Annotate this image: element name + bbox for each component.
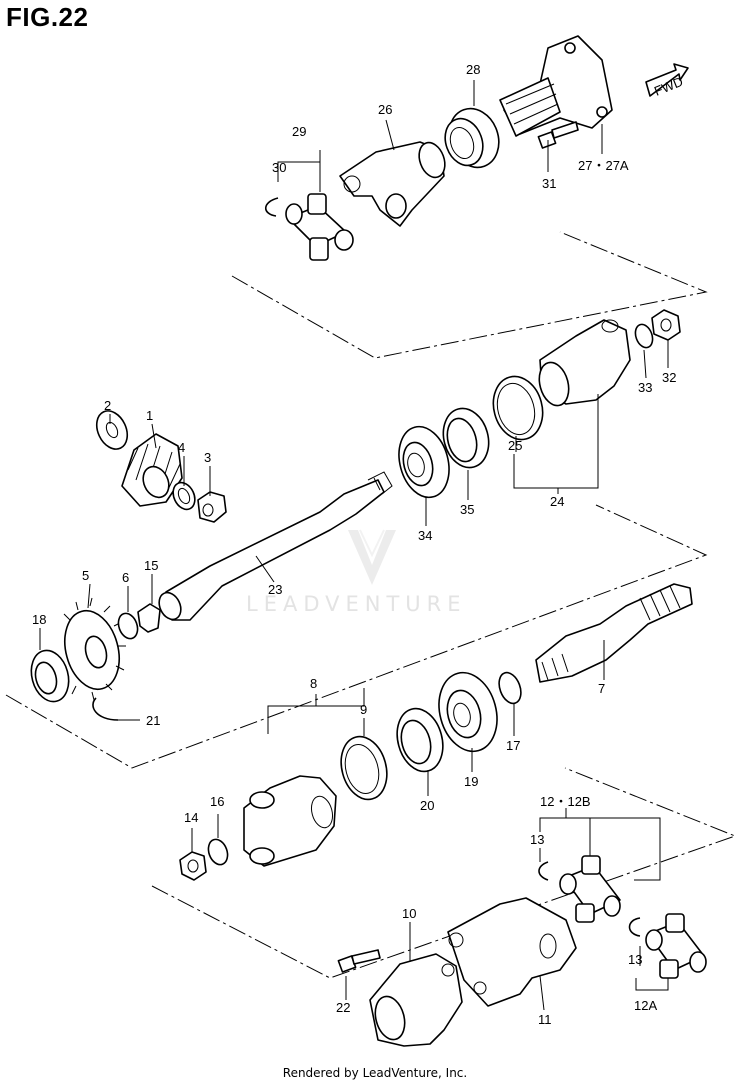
callout-20: 20 [420, 798, 434, 813]
callout-13-lower: 13 [628, 952, 642, 967]
figure-title: FIG.22 [6, 2, 89, 32]
callout-7: 7 [598, 681, 605, 696]
callout-8: 8 [310, 676, 317, 691]
callout-31: 31 [542, 176, 556, 191]
callout-14: 14 [184, 810, 198, 825]
part-23-drive-shaft [158, 471, 393, 621]
callout-15: 15 [144, 558, 158, 573]
part-16-washer [207, 838, 229, 866]
footer-credit: Rendered by LeadVenture, Inc. [282, 1066, 468, 1080]
part-30-circlip [264, 197, 279, 217]
callout-10: 10 [402, 906, 416, 921]
callout-13-upper: 13 [530, 832, 544, 847]
callout-35: 35 [460, 502, 474, 517]
callout-30: 30 [272, 160, 286, 175]
part-19-bearing [438, 671, 498, 753]
section-outline-top [231, 231, 708, 359]
callout-27: 27・27A [578, 158, 629, 173]
callout-16: 16 [210, 794, 224, 809]
part-9-o-ring [340, 735, 388, 801]
callout-3: 3 [204, 450, 211, 465]
callout-19: 19 [464, 774, 478, 789]
callout-22: 22 [336, 1000, 350, 1015]
part-12a-universal-joint-spider [645, 913, 707, 979]
part-1-bevel-gear [121, 433, 183, 507]
part-15-nut [137, 603, 161, 633]
part-35-seal [442, 407, 490, 469]
watermark-text: LEADVENTURE [246, 592, 467, 616]
part-27-housing [499, 35, 613, 137]
part-10-case [369, 953, 463, 1047]
callout-24: 24 [550, 494, 564, 509]
part-21-circlip [92, 697, 119, 721]
callout-labels: 28 26 29 30 27・27A 31 2 1 4 3 33 32 25 2… [32, 62, 676, 1027]
callout-18: 18 [32, 612, 46, 627]
section-outline-middle [5, 504, 708, 769]
callout-21: 21 [146, 713, 160, 728]
part-14-nut [179, 851, 207, 881]
part-3-nut [197, 491, 227, 523]
part-29-universal-joint-spider [285, 193, 354, 261]
callout-2: 2 [104, 398, 111, 413]
callout-26: 26 [378, 102, 392, 117]
callout-17: 17 [506, 738, 520, 753]
part-11-joint-housing [447, 897, 577, 1007]
part-17-o-ring [498, 671, 522, 705]
part-5-spur-gear [63, 597, 126, 701]
callout-33: 33 [638, 380, 652, 395]
callout-12-12b: 12・12B [540, 794, 591, 809]
part-34-bearing [398, 425, 450, 499]
callout-34: 34 [418, 528, 432, 543]
callout-28: 28 [466, 62, 480, 77]
part-31-bolt [537, 121, 579, 149]
callout-25: 25 [508, 438, 522, 453]
part-25-o-ring [492, 375, 544, 441]
part-8-yoke [243, 775, 337, 867]
callout-11: 11 [538, 1012, 552, 1027]
part-20-seal [396, 707, 444, 773]
watermark-logo: LEADVENTURE [246, 529, 467, 616]
part-26-yoke [339, 141, 446, 227]
callout-32: 32 [662, 370, 676, 385]
part-12-universal-joint-spider [559, 855, 621, 923]
callout-6: 6 [122, 570, 129, 585]
leader-lines [39, 80, 669, 1011]
part-13-circlip-upper [538, 861, 549, 881]
part-32-nut [651, 309, 681, 341]
fwd-arrow-icon: FWD [645, 63, 689, 99]
callout-29: 29 [292, 124, 306, 139]
part-6-washer [117, 612, 139, 640]
part-18-bearing [30, 649, 70, 703]
callout-23: 23 [268, 582, 282, 597]
part-4-washer [172, 481, 196, 511]
callout-12a: 12A [634, 998, 657, 1013]
part-22-bolt [337, 949, 381, 973]
callout-4: 4 [178, 440, 185, 455]
callout-1: 1 [146, 408, 153, 423]
callout-5: 5 [82, 568, 89, 583]
part-13-circlip-lower [628, 917, 641, 937]
part-28-seal [444, 107, 500, 169]
part-2-washer [95, 410, 129, 450]
part-7-output-shaft [535, 583, 693, 683]
part-24-yoke [538, 319, 631, 407]
callout-9: 9 [360, 702, 367, 717]
part-33-washer [634, 323, 654, 349]
